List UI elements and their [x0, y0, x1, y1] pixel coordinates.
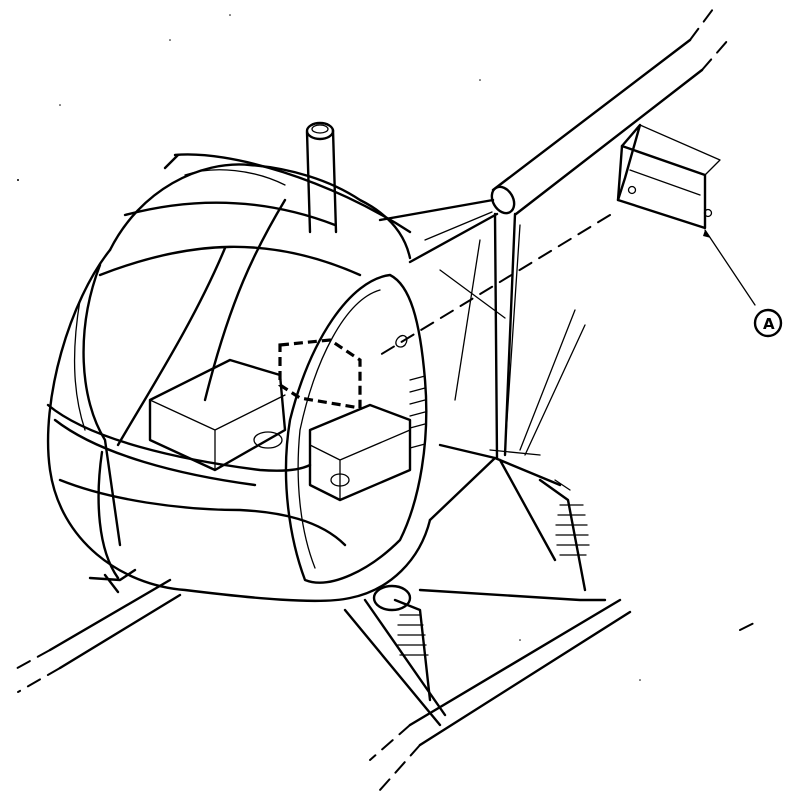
- stipple-marks: [17, 14, 641, 681]
- callout-a: A: [703, 229, 783, 338]
- cabin-seats: [148, 358, 412, 502]
- landing-gear: [343, 478, 607, 727]
- callout-label: A: [763, 315, 775, 333]
- tail-boom: [490, 4, 729, 216]
- detail-part: [616, 123, 721, 230]
- hidden-component-outline: [278, 338, 362, 410]
- cabin-door-frame: [284, 273, 428, 584]
- side-vents: [409, 375, 426, 449]
- cabin-bubble: [46, 153, 432, 603]
- airframe-truss: [378, 198, 586, 562]
- landing-skids: [9, 568, 761, 791]
